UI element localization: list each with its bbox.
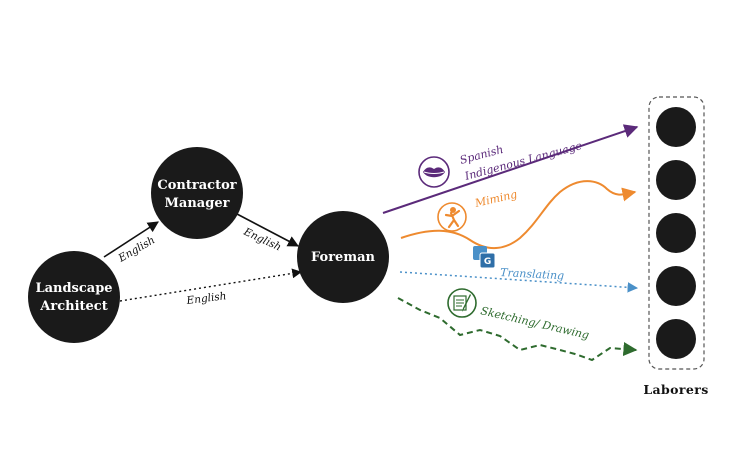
laborers-title: Laborers <box>643 382 708 397</box>
sketching-label: Sketching/ Drawing <box>479 304 590 342</box>
edge-architect-foreman <box>119 268 302 302</box>
mime-person-icon <box>437 202 467 232</box>
sketch-pencil-icon <box>447 288 477 318</box>
laborer-dot <box>656 319 696 359</box>
node-contractor-manager: Contractor Manager <box>151 147 243 239</box>
node-landscape-architect: Landscape Architect <box>28 251 120 343</box>
laborer-dots <box>656 107 696 359</box>
node-foreman: Foreman <box>297 211 389 303</box>
contractor-manager-label-line2: Manager <box>165 196 230 211</box>
translating-label: Translating <box>500 266 565 282</box>
laborers-group-box <box>648 96 705 370</box>
svg-text:G: G <box>484 257 491 267</box>
laborer-dot <box>656 107 696 147</box>
laborer-dot <box>656 160 696 200</box>
landscape-architect-label-line2: Architect <box>39 299 107 314</box>
laborer-dot <box>656 266 696 306</box>
lips-icon <box>418 156 450 188</box>
contractor-manager-label-line1: Contractor <box>157 178 236 193</box>
channel-sketching-line <box>397 297 638 362</box>
miming-label: Miming <box>473 188 519 211</box>
channel-miming-line <box>400 180 637 249</box>
foreman-label: Foreman <box>311 250 375 265</box>
laborer-dot <box>656 213 696 253</box>
edge-label-architect-manager: English <box>116 234 158 265</box>
landscape-architect-label-line1: Landscape <box>35 281 112 296</box>
edge-label-architect-foreman: English <box>185 290 227 307</box>
edge-architect-manager <box>103 221 159 258</box>
channel-spoken-line <box>382 124 639 214</box>
edge-manager-foreman <box>236 213 299 247</box>
translate-icon: G <box>473 246 496 269</box>
edge-label-manager-foreman: English <box>241 225 283 253</box>
